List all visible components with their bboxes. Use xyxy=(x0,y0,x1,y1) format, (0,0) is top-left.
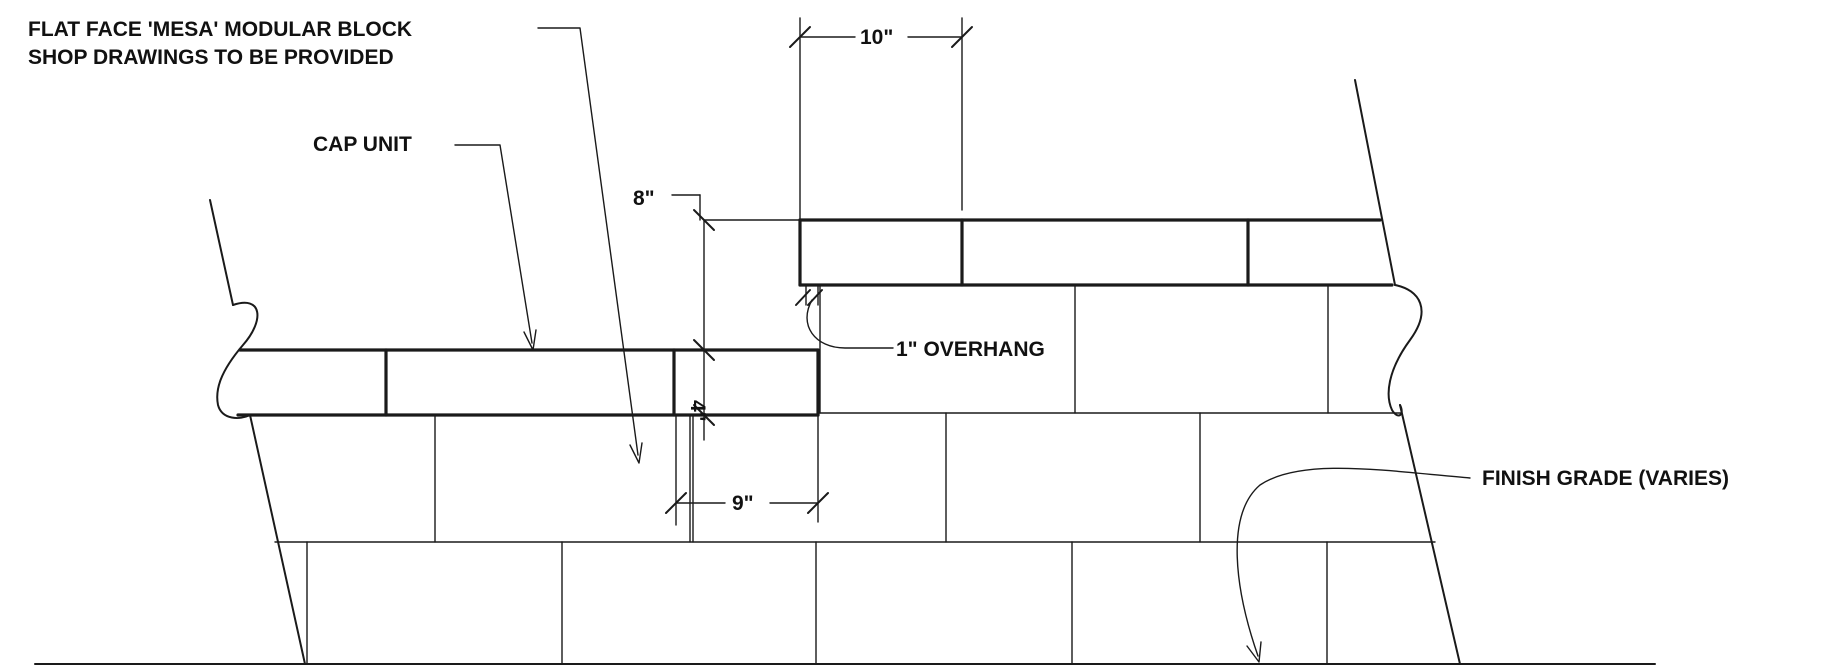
dimension-4in-label: 4" xyxy=(686,400,709,422)
wall-batter-lines xyxy=(209,79,1461,665)
upper-cap-course xyxy=(798,218,1394,287)
cap-unit-leader xyxy=(454,144,537,351)
dimension-4in xyxy=(693,349,715,441)
cap-unit-label: CAP UNIT xyxy=(313,133,412,156)
lower-cap-course xyxy=(236,348,820,417)
overhang-label: 1" OVERHANG xyxy=(896,338,1045,361)
break-symbols xyxy=(216,284,1423,419)
finish-grade-label: FINISH GRADE (VARIES) xyxy=(1482,467,1729,490)
dimension-8in xyxy=(671,194,801,361)
dimension-8in-label: 8" xyxy=(633,187,655,210)
dimension-9in xyxy=(665,414,829,543)
finish-grade-leader xyxy=(1236,467,1471,663)
block-callout-leader xyxy=(537,27,643,464)
block-courses xyxy=(249,284,1436,665)
block-callout-line1: FLAT FACE 'MESA' MODULAR BLOCK xyxy=(28,18,412,41)
overhang-leader xyxy=(795,284,894,349)
dimension-10in xyxy=(789,17,973,221)
dimension-9in-label: 9" xyxy=(732,492,754,515)
dimension-10in-label: 10" xyxy=(860,26,893,49)
block-callout-line2: SHOP DRAWINGS TO BE PROVIDED xyxy=(28,46,394,69)
